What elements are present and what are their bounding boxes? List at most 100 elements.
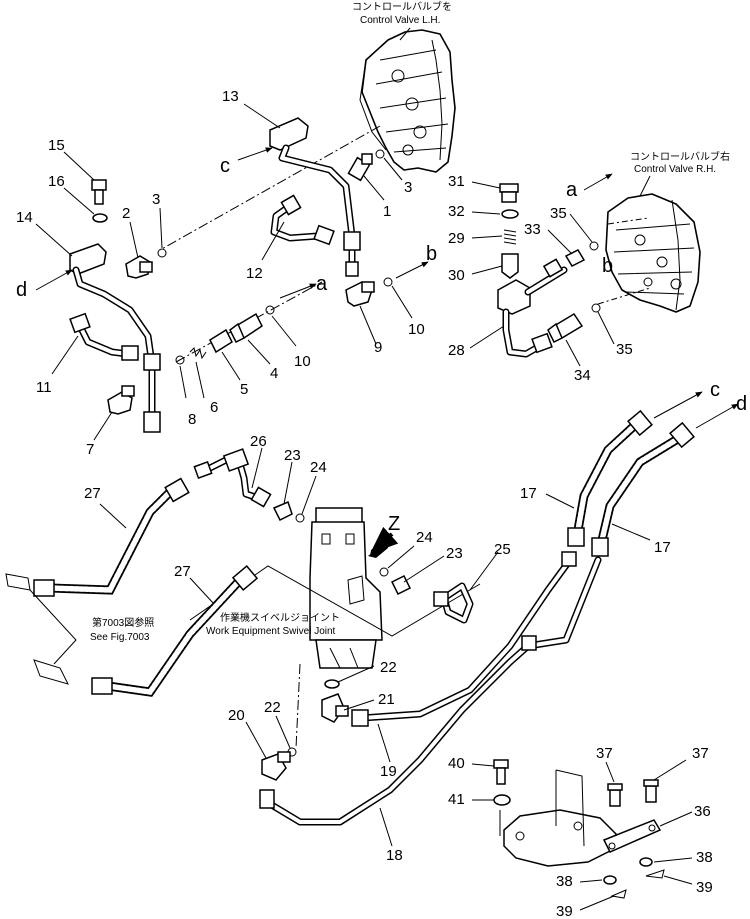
leader-line <box>545 493 575 509</box>
washer-38 <box>603 875 617 885</box>
arrow-a <box>583 173 613 191</box>
pipe-25 <box>433 582 474 624</box>
callout-2: 2 <box>122 205 130 222</box>
callout-39: 39 <box>556 903 573 919</box>
bolt-15 <box>91 179 107 205</box>
callout-36: 36 <box>694 803 711 820</box>
leader-line <box>565 339 581 367</box>
callout-30: 30 <box>448 267 465 284</box>
callout-18: 18 <box>386 847 403 864</box>
callout-38: 38 <box>556 873 573 890</box>
callout-27: 27 <box>84 485 101 502</box>
view-label-z: Z <box>388 513 400 535</box>
callout-35: 35 <box>616 341 633 358</box>
connection-c: c <box>220 155 230 177</box>
callout-20: 20 <box>228 707 245 724</box>
callout-13: 13 <box>222 88 239 105</box>
leader-line <box>391 285 413 319</box>
callout-3: 3 <box>152 191 160 208</box>
callout-8: 8 <box>188 411 196 428</box>
o-ring-8 <box>175 355 185 365</box>
leader-line <box>93 411 113 441</box>
callout-37: 37 <box>596 745 613 762</box>
control-valve-rh <box>605 193 701 313</box>
callout-24: 24 <box>416 529 433 546</box>
leader-line <box>35 223 73 257</box>
callout-11: 11 <box>36 379 52 396</box>
arrow-b <box>395 261 429 279</box>
leader-line <box>659 811 693 827</box>
connection-a: a <box>316 273 328 295</box>
leader-line <box>379 807 393 847</box>
reference-bracket <box>29 589 77 665</box>
leader-line <box>247 339 271 365</box>
center-line <box>597 287 651 305</box>
leader-line <box>337 665 375 683</box>
leader-line <box>653 857 693 863</box>
leader-line <box>129 221 139 259</box>
connection-d: d <box>736 393 747 415</box>
washer-16 <box>92 213 108 223</box>
leader-line <box>159 207 163 249</box>
connection-b: b <box>602 255 613 277</box>
center-line <box>159 125 381 251</box>
o-ring-24 <box>379 567 389 577</box>
hose-27-a <box>33 477 190 597</box>
elbow-21 <box>321 693 349 723</box>
center-line <box>295 663 301 749</box>
callout-28: 28 <box>448 342 465 359</box>
callout-22: 22 <box>264 699 281 716</box>
callout-22: 22 <box>380 659 397 676</box>
callout-35: 35 <box>550 205 567 222</box>
leader-line <box>363 175 385 201</box>
connection-d: d <box>16 279 27 301</box>
leader-line <box>343 699 375 711</box>
connection-a: a <box>566 179 578 201</box>
adapter-1 <box>347 153 373 182</box>
leader-line <box>653 759 687 781</box>
valve-30 <box>501 253 519 279</box>
leader-line <box>51 335 79 375</box>
callout-12: 12 <box>246 265 263 282</box>
leader-line <box>279 283 317 299</box>
leader-line <box>243 103 281 129</box>
see-fig-en: See Fig.7003 <box>90 632 150 643</box>
elbow-7 <box>107 385 135 415</box>
adapter-23 <box>390 574 412 596</box>
pipe-18 <box>259 556 602 826</box>
leader-line <box>663 875 693 885</box>
leader-line <box>469 325 505 349</box>
leader-line <box>359 305 377 345</box>
spring-6 <box>189 347 207 360</box>
callout-34: 34 <box>574 367 591 384</box>
callout-25: 25 <box>494 541 511 558</box>
pipe-13 <box>269 117 361 277</box>
leader-line <box>471 181 501 189</box>
adapter-4 <box>229 312 263 344</box>
leader-line <box>377 723 391 763</box>
leader-line <box>579 879 603 883</box>
callout-32: 32 <box>448 203 465 220</box>
callout-14: 14 <box>16 209 33 226</box>
callout-27: 27 <box>174 563 191 580</box>
leader-line <box>597 311 615 345</box>
leader-line <box>271 315 297 347</box>
o-ring-22 <box>324 679 340 689</box>
callout-17: 17 <box>654 539 671 556</box>
o-ring-24 <box>295 513 305 523</box>
control-valve-rh-jp: コントロールバルブ右 <box>630 150 730 163</box>
callout-38: 38 <box>696 849 713 866</box>
leader-line <box>195 361 205 399</box>
washer-38 <box>639 857 653 867</box>
callout-23: 23 <box>284 447 301 464</box>
adapter-23 <box>272 500 293 522</box>
o-ring-10 <box>383 277 393 287</box>
callout-24: 24 <box>310 459 327 476</box>
callout-21: 21 <box>378 691 395 708</box>
callout-15: 15 <box>48 137 65 154</box>
arrow-c <box>237 147 273 161</box>
leader-line <box>63 187 95 215</box>
hose-17-a <box>567 409 653 547</box>
callout-4: 4 <box>270 365 278 382</box>
o-ring-10 <box>265 305 275 315</box>
